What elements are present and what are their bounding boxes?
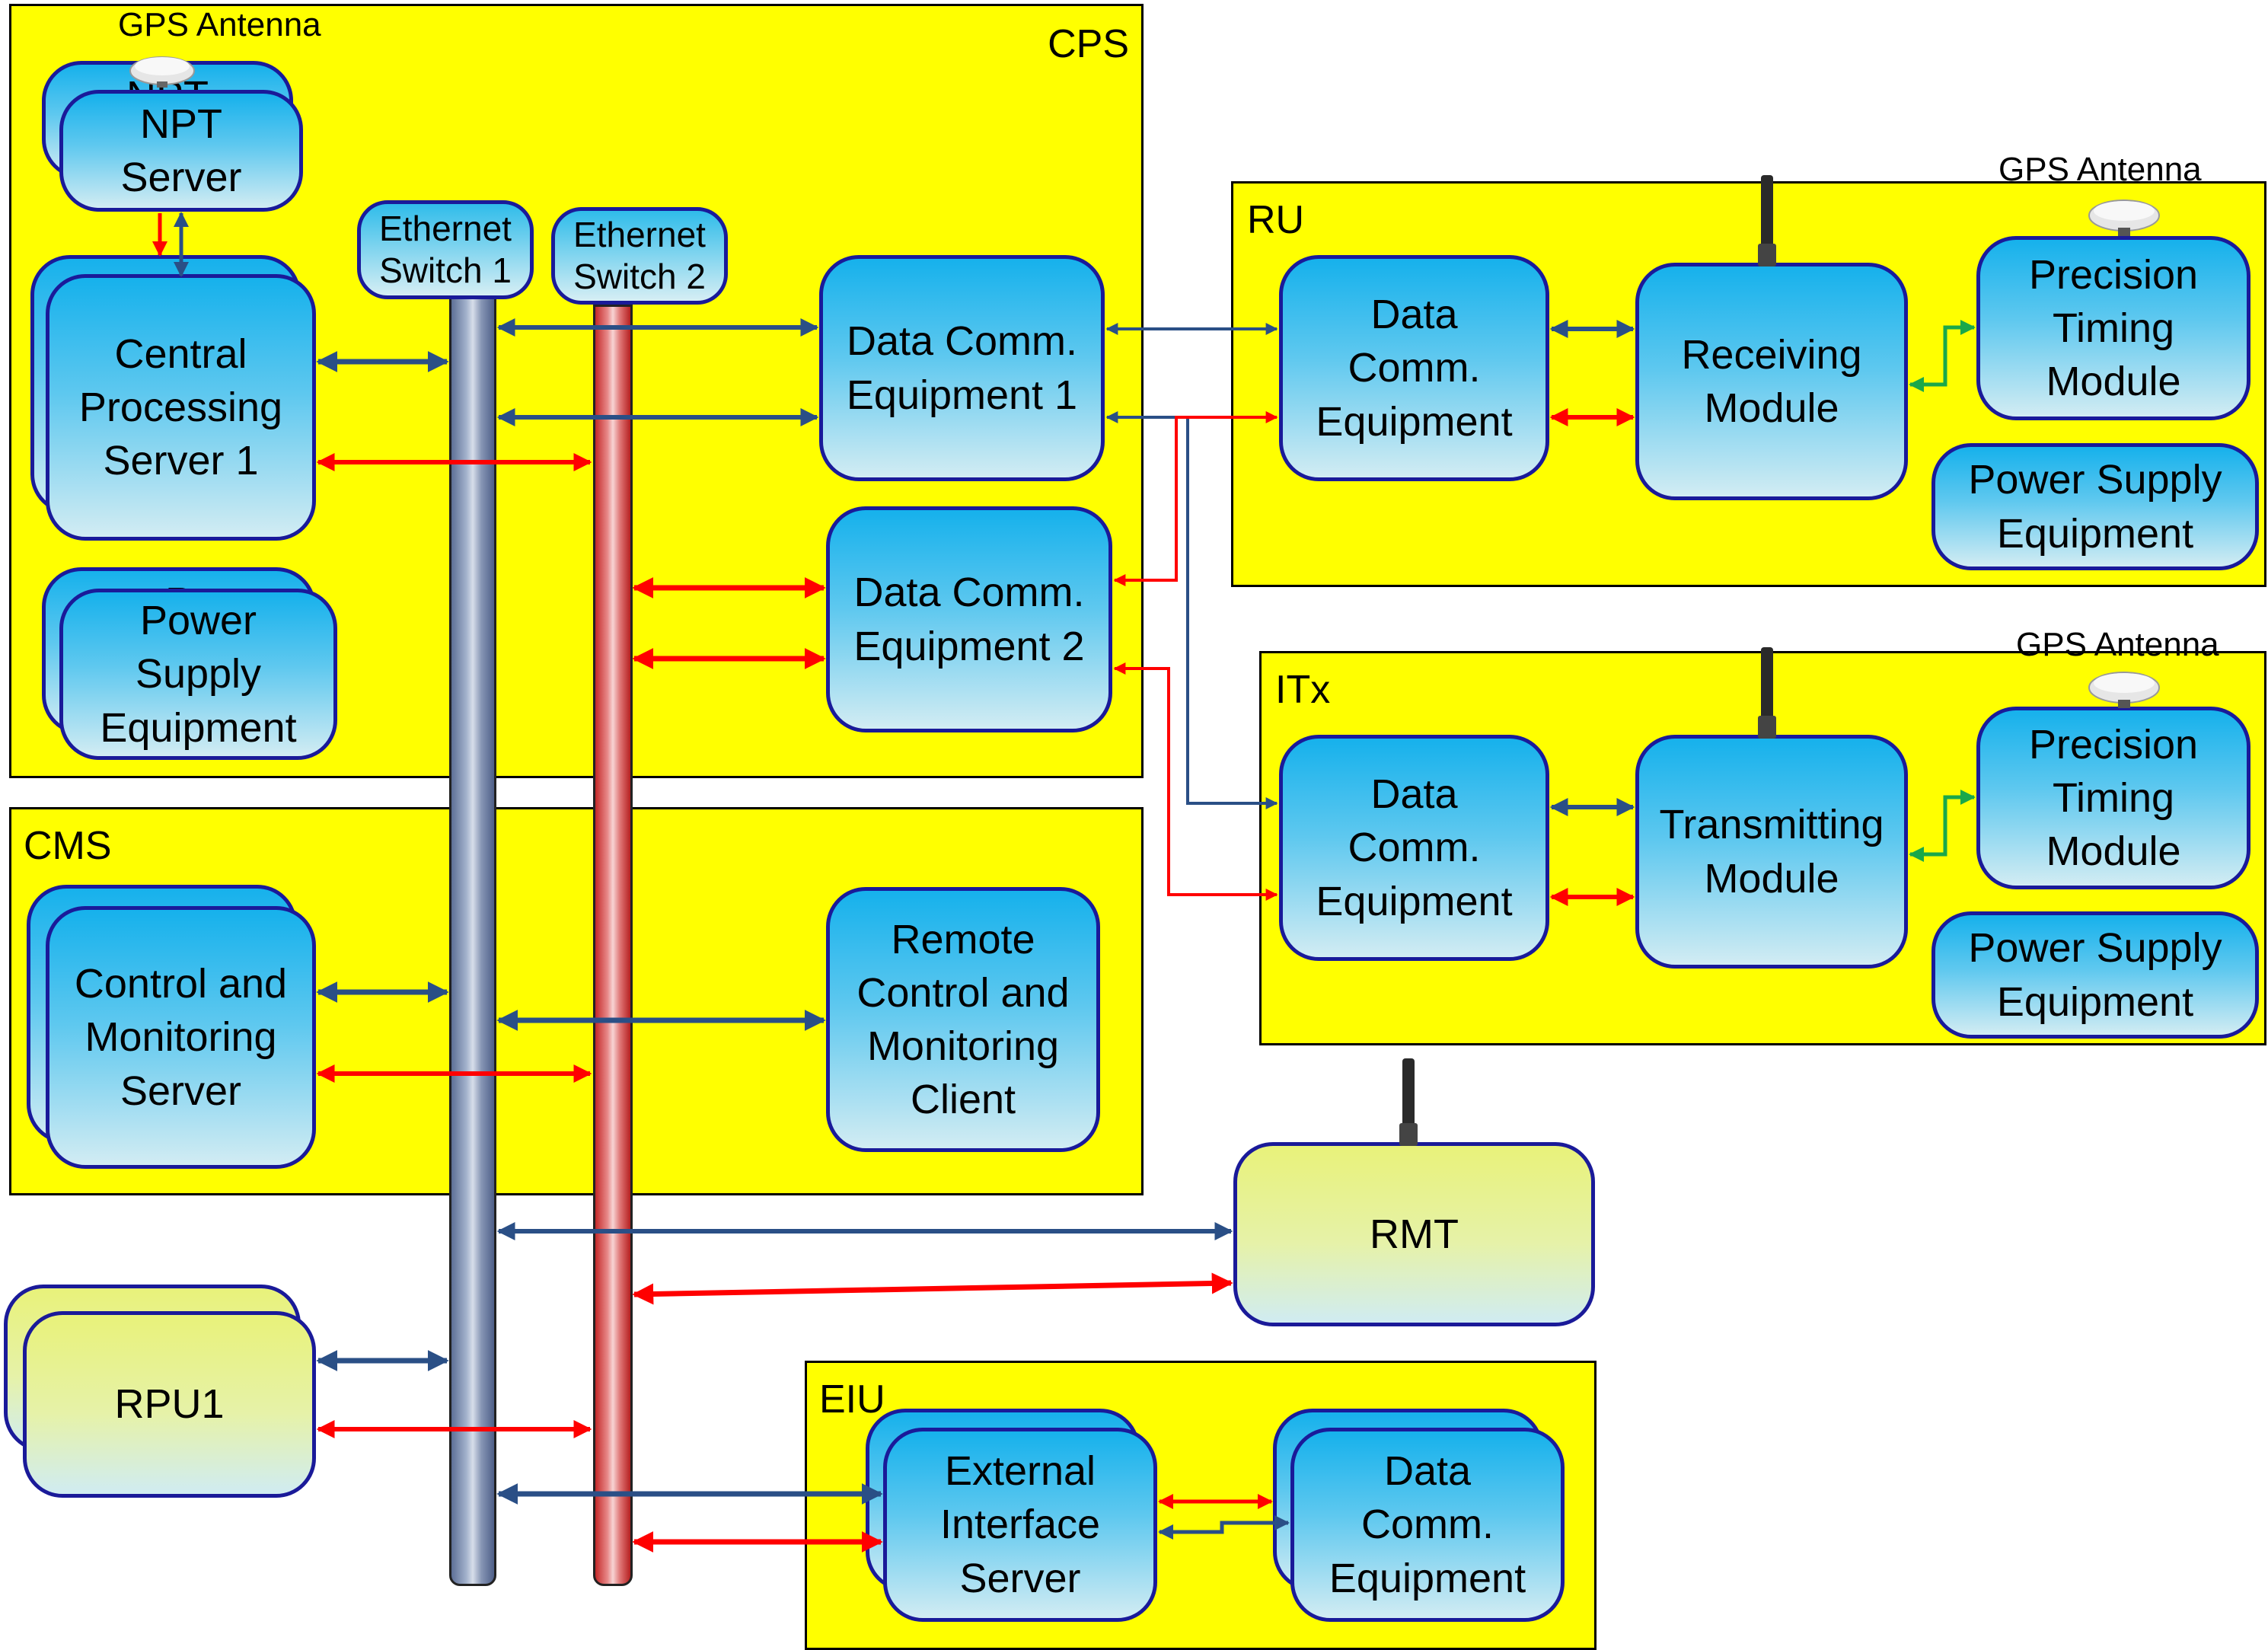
data-comm-equipment-2[interactable]: Data Comm. Equipment 2 bbox=[826, 506, 1112, 732]
cms-panel-label: CMS bbox=[24, 824, 112, 868]
cps-gps-antenna-label: GPS Antenna bbox=[118, 6, 321, 43]
link-dce1-itx-dce-blue bbox=[1105, 411, 1278, 809]
eiu-panel-label: EIU bbox=[819, 1377, 885, 1422]
ethernet-switch-1[interactable]: Ethernet Switch 1 bbox=[357, 200, 534, 299]
cps-power-supply[interactable]: Power Supply Equipment bbox=[59, 589, 337, 760]
link-dce2-ru-dce-red bbox=[1113, 411, 1278, 586]
rpu1-unit[interactable]: RPU1 bbox=[23, 1311, 316, 1498]
data-comm-equipment-1[interactable]: Data Comm. Equipment 1 bbox=[819, 255, 1105, 481]
ru-precision-timing-module[interactable]: Precision Timing Module bbox=[1976, 236, 2250, 420]
link-transmitting-timing-green bbox=[1909, 790, 1976, 862]
itx-power-supply-equipment[interactable]: Power Supply Equipment bbox=[1931, 911, 2259, 1039]
link-eis-eiu-dce-blue bbox=[1158, 1515, 1290, 1540]
ru-panel-label: RU bbox=[1247, 198, 1305, 242]
rmt-radio-antenna-icon bbox=[1399, 1058, 1418, 1146]
remote-control-monitoring-client[interactable]: Remote Control and Monitoring Client bbox=[826, 887, 1100, 1152]
cps-panel-label: CPS bbox=[1048, 22, 1129, 66]
ru-gps-antenna-icon bbox=[2088, 199, 2160, 236]
ru-power-supply-equipment[interactable]: Power Supply Equipment bbox=[1931, 443, 2259, 570]
eiu-data-comm-equipment[interactable]: Data Comm. Equipment bbox=[1290, 1428, 1565, 1622]
central-processing-server[interactable]: Central Processing Server 1 bbox=[46, 274, 316, 541]
itx-radio-antenna-icon bbox=[1758, 647, 1776, 739]
ru-gps-antenna-label: GPS Antenna bbox=[1998, 151, 2202, 188]
link-dce2-itx-dce-red bbox=[1113, 662, 1278, 901]
npt-server[interactable]: NPT Server bbox=[59, 90, 303, 212]
link-switch2-rmt bbox=[632, 1272, 1233, 1305]
cps-gps-antenna-icon bbox=[129, 56, 195, 88]
ethernet-bus-2 bbox=[593, 305, 633, 1586]
itx-precision-timing-module[interactable]: Precision Timing Module bbox=[1976, 707, 2250, 889]
receiving-module[interactable]: Receiving Module bbox=[1635, 263, 1908, 500]
link-receiving-timing-green bbox=[1909, 320, 1976, 392]
ru-data-comm-equipment[interactable]: Data Comm. Equipment bbox=[1279, 255, 1549, 481]
itx-gps-antenna-label: GPS Antenna bbox=[2016, 626, 2219, 663]
ethernet-switch-2[interactable]: Ethernet Switch 2 bbox=[551, 207, 728, 305]
transmitting-module[interactable]: Transmitting Module bbox=[1635, 735, 1908, 969]
itx-data-comm-equipment[interactable]: Data Comm. Equipment bbox=[1279, 735, 1549, 961]
ru-radio-antenna-icon bbox=[1758, 175, 1776, 266]
control-monitoring-server[interactable]: Control and Monitoring Server bbox=[46, 906, 316, 1169]
rmt-unit[interactable]: RMT bbox=[1233, 1142, 1595, 1326]
ethernet-bus-1 bbox=[449, 297, 496, 1586]
itx-panel-label: ITx bbox=[1275, 668, 1331, 712]
external-interface-server[interactable]: External Interface Server bbox=[883, 1428, 1157, 1622]
itx-gps-antenna-icon bbox=[2088, 672, 2160, 708]
